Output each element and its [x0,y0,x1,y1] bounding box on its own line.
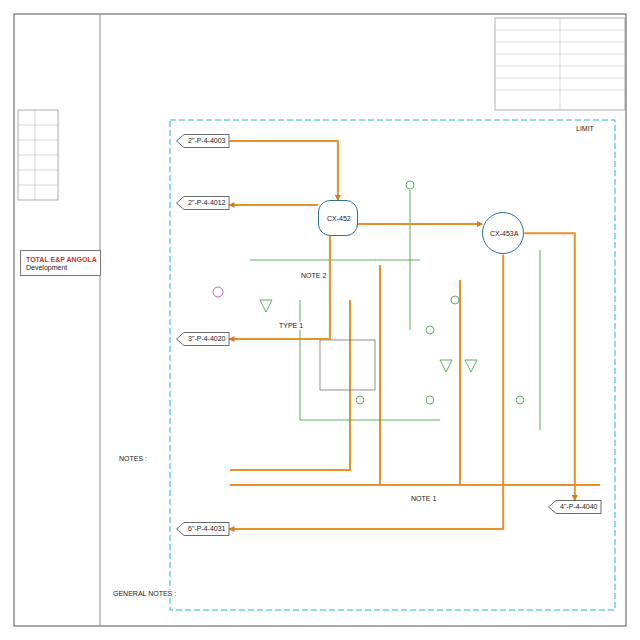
node-text: 3"-P-4-4020 [188,335,230,343]
title-node: TOTAL E&P ANGOLADevelopment [20,250,101,276]
process-line [230,204,319,206]
process-line [230,254,504,529]
process-line [524,233,574,500]
vessel-node: CX-452 [318,200,358,236]
offpage-node: 4"-P-4-4040 [548,500,602,514]
note-label: NOTES : [118,455,148,463]
node-text: Development [26,264,95,272]
node-text: TOTAL E&P ANGOLA [26,256,95,264]
node-text: 2"-P-4-4003 [188,137,230,145]
offpage-node: 2"-P-4-4012 [176,196,230,210]
note-label: LIMIT [575,125,595,133]
node-text: CX-452 [327,215,349,223]
note-label: TYPE 1 [278,322,304,330]
process-line [230,236,330,339]
node-text: 2"-P-4-4012 [188,199,230,207]
note-label: NOTE 2 [300,272,327,280]
node-text: 6"-P-4-4031 [188,525,230,533]
note-label: NOTE 1 [410,495,437,503]
pump-node: CX-453A [482,212,524,254]
offpage-node: 2"-P-4-4003 [176,134,230,148]
process-line [358,223,482,225]
node-text: CX-453A [490,230,523,238]
note-label: GENERAL NOTES : [112,590,177,598]
offpage-node: 6"-P-4-4031 [176,522,230,536]
offpage-node: 3"-P-4-4020 [176,332,230,346]
node-text: 4"-P-4-4040 [560,503,602,511]
process-line [230,141,338,200]
